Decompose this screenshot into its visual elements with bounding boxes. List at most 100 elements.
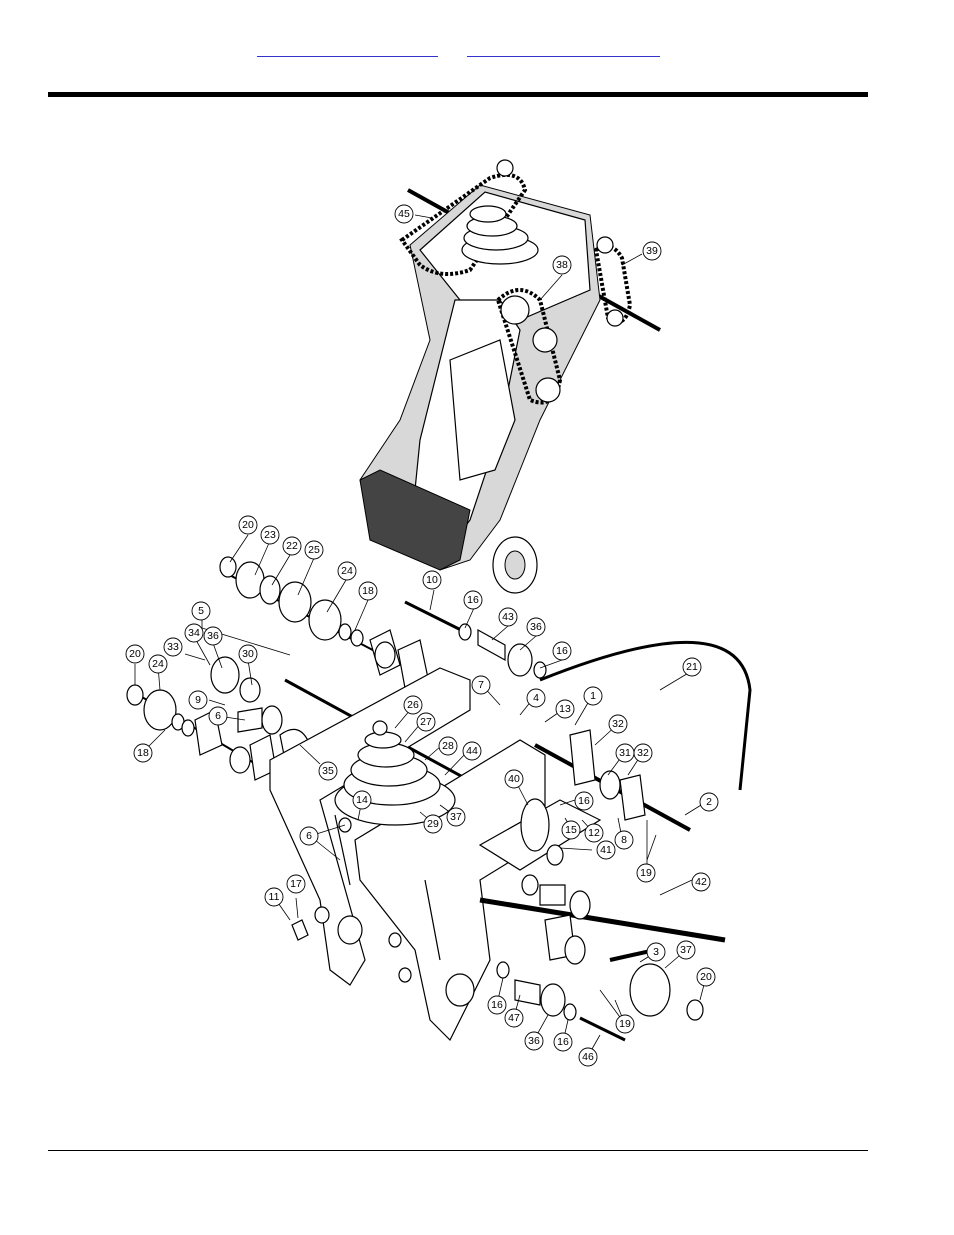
callout-42: 42: [691, 872, 711, 892]
callout-47: 47: [504, 1008, 524, 1028]
svg-text:4: 4: [533, 692, 539, 704]
svg-text:9: 9: [195, 694, 201, 706]
svg-text:45: 45: [398, 208, 410, 220]
callout-16: 16: [553, 1032, 573, 1052]
callout-16: 16: [574, 791, 594, 811]
svg-text:1: 1: [590, 690, 596, 702]
svg-text:43: 43: [502, 611, 514, 623]
callout-29: 29: [423, 814, 443, 834]
callout-24: 24: [337, 561, 357, 581]
callout-37: 37: [676, 940, 696, 960]
svg-text:46: 46: [582, 1051, 594, 1063]
central-sprocket-cone: [334, 720, 456, 826]
svg-text:32: 32: [612, 718, 624, 730]
callout-16: 16: [463, 590, 483, 610]
svg-text:36: 36: [530, 621, 542, 633]
callout-2: 2: [699, 792, 719, 812]
callout-9: 9: [188, 690, 208, 710]
svg-text:17: 17: [290, 878, 302, 890]
svg-text:16: 16: [557, 1036, 569, 1048]
upper-sprocket-stack: [461, 205, 539, 265]
svg-text:32: 32: [637, 747, 649, 759]
callout-34: 34: [184, 623, 204, 643]
upper-drive-assembly: [359, 159, 661, 594]
svg-text:6: 6: [215, 710, 221, 722]
callout-22: 22: [282, 536, 302, 556]
callout-21: 21: [682, 657, 702, 677]
callout-1: 1: [583, 686, 603, 706]
svg-text:2: 2: [706, 796, 712, 808]
main-frame: [269, 640, 752, 1042]
header-link-right[interactable]: [467, 44, 660, 57]
svg-text:22: 22: [286, 540, 298, 552]
svg-text:44: 44: [466, 745, 478, 757]
svg-text:13: 13: [559, 703, 571, 715]
svg-text:8: 8: [621, 834, 627, 846]
svg-text:36: 36: [528, 1035, 540, 1047]
svg-text:18: 18: [137, 747, 149, 759]
svg-text:39: 39: [646, 245, 658, 257]
callout-36: 36: [524, 1031, 544, 1051]
callout-38: 38: [552, 255, 572, 275]
callout-27: 27: [416, 712, 436, 732]
svg-text:20: 20: [242, 519, 254, 531]
svg-text:14: 14: [356, 794, 368, 806]
callout-8: 8: [614, 830, 634, 850]
small-hardware: [291, 817, 412, 983]
svg-text:5: 5: [198, 605, 204, 617]
callout-33: 33: [163, 637, 183, 657]
callout-16: 16: [552, 641, 572, 661]
callout-11: 11: [264, 887, 284, 907]
callout-12: 12: [584, 823, 604, 843]
callout-43: 43: [498, 607, 518, 627]
svg-text:36: 36: [207, 630, 219, 642]
callout-37: 37: [446, 807, 466, 827]
left-upper-sprocket-stack: [219, 556, 431, 689]
callout-36: 36: [526, 617, 546, 637]
svg-text:24: 24: [341, 565, 353, 577]
callout-24: 24: [148, 654, 168, 674]
header-link-left[interactable]: [257, 44, 438, 57]
callout-18: 18: [358, 581, 378, 601]
callout-19: 19: [615, 1014, 635, 1034]
svg-text:7: 7: [478, 679, 484, 691]
callout-46: 46: [578, 1047, 598, 1067]
svg-text:27: 27: [420, 716, 432, 728]
svg-text:16: 16: [491, 999, 503, 1011]
svg-text:21: 21: [686, 661, 698, 673]
svg-text:20: 20: [129, 648, 141, 660]
svg-text:47: 47: [508, 1012, 520, 1024]
svg-text:26: 26: [407, 699, 419, 711]
callout-26: 26: [403, 695, 423, 715]
callout-32: 32: [633, 743, 653, 763]
callout-5: 5: [191, 601, 211, 621]
callout-14: 14: [352, 790, 372, 810]
svg-text:10: 10: [426, 574, 438, 586]
svg-text:16: 16: [556, 645, 568, 657]
svg-text:12: 12: [588, 827, 600, 839]
callout-36: 36: [203, 626, 223, 646]
callout-45: 45: [394, 204, 414, 224]
parts-diagram-svg: 45 39 38 20 23 22 25 24 18 10 16 43 36 1…: [125, 159, 752, 1067]
callout-39: 39: [642, 241, 662, 261]
callout-44: 44: [462, 741, 482, 761]
callout-41: 41: [596, 840, 616, 860]
callout-35: 35: [318, 761, 338, 781]
callout-3: 3: [646, 942, 666, 962]
callout-30: 30: [238, 644, 258, 664]
header-rule: [48, 92, 868, 97]
callout-13: 13: [555, 699, 575, 719]
svg-text:38: 38: [556, 259, 568, 271]
callout-17: 17: [286, 874, 306, 894]
callout-6: 6: [299, 826, 319, 846]
svg-text:35: 35: [322, 765, 334, 777]
svg-text:24: 24: [152, 658, 164, 670]
svg-text:34: 34: [188, 627, 200, 639]
callout-4: 4: [526, 688, 546, 708]
svg-text:18: 18: [362, 585, 374, 597]
callout-18: 18: [133, 743, 153, 763]
svg-text:37: 37: [680, 944, 692, 956]
callout-25: 25: [304, 540, 324, 560]
svg-text:11: 11: [269, 891, 280, 903]
svg-text:16: 16: [578, 795, 590, 807]
